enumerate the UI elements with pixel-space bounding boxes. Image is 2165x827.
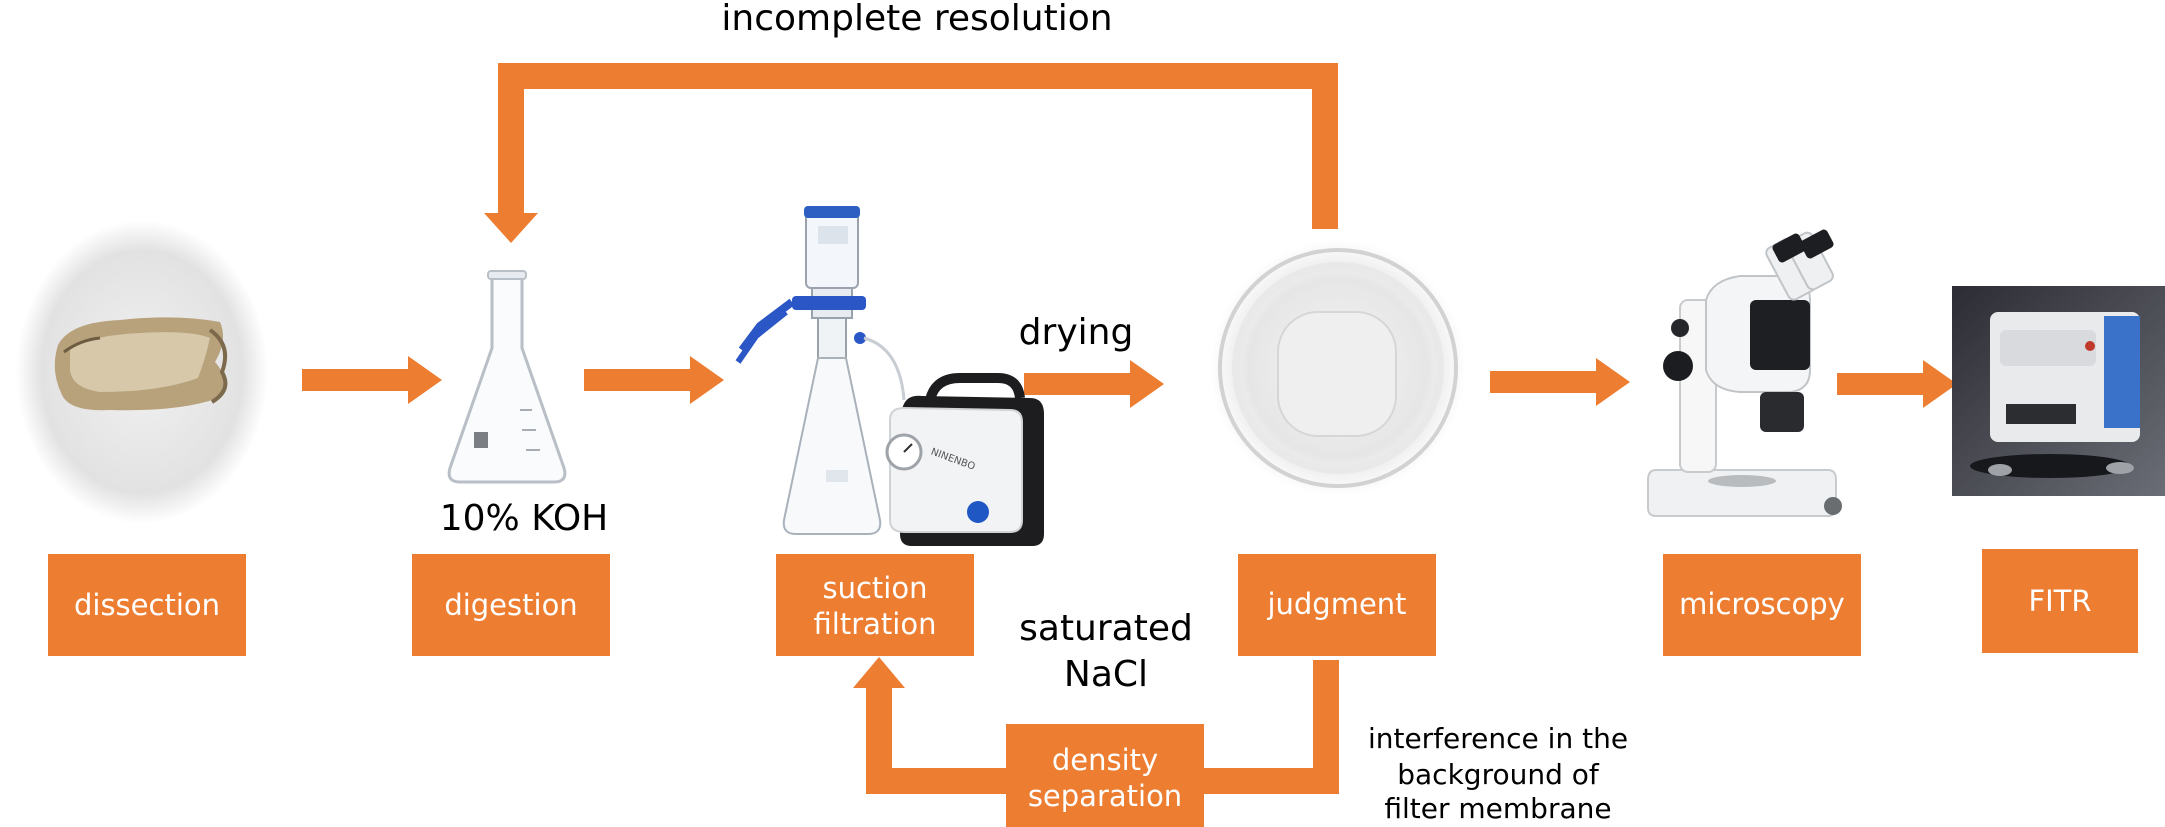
koh-label: 10% KOH <box>440 498 609 539</box>
step-microscopy: microscopy <box>1663 554 1861 656</box>
step-microscopy-label: microscopy <box>1679 587 1845 621</box>
flow-arrow-drying <box>1024 360 1164 408</box>
step-suction-filtration: suction filtration <box>776 554 974 656</box>
incomplete-resolution-label: incomplete resolution <box>721 0 1112 39</box>
step-dissection: dissection <box>48 554 246 656</box>
density-label-line1: density <box>1052 743 1158 777</box>
ftir-spectrometer-icon <box>1952 286 2165 496</box>
nacl-label-line1: saturated <box>1019 608 1193 649</box>
step-fitr-label: FITR <box>2028 584 2091 618</box>
step-fitr: FITR <box>1982 549 2138 653</box>
erlenmeyer-flask-icon <box>447 270 567 484</box>
flow-arrow-dissection-digestion <box>302 356 442 404</box>
shrimp-sample-icon <box>16 220 268 524</box>
step-digestion-label: digestion <box>444 588 577 622</box>
density-separation-loop-arrow <box>853 657 1339 794</box>
filter-membrane-dish-icon <box>1210 240 1466 496</box>
flow-arrow-microscopy-fitr <box>1837 360 1957 408</box>
step-digestion: digestion <box>412 554 610 656</box>
drying-label: drying <box>1019 312 1134 353</box>
step-judgment: judgment <box>1238 554 1436 656</box>
stereo-microscope-icon <box>1647 229 1842 517</box>
nacl-label-line2: NaCl <box>1064 654 1148 695</box>
interference-label-line3: filter membrane <box>1384 792 1611 825</box>
step-suction-label-line1: suction <box>823 571 928 605</box>
vacuum-filtration-apparatus-icon: NINENBO <box>735 206 1044 546</box>
interference-label-line2: background of <box>1397 758 1600 791</box>
interference-label-line1: interference in the <box>1368 722 1628 755</box>
step-density-separation: density separation <box>1006 724 1204 827</box>
step-suction-label-line2: filtration <box>814 607 937 641</box>
step-dissection-label: dissection <box>74 588 220 622</box>
step-judgment-label: judgment <box>1266 587 1406 621</box>
density-label-line2: separation <box>1028 779 1182 813</box>
flow-arrow-judgment-microscopy <box>1490 358 1630 406</box>
incomplete-resolution-loop-arrow <box>484 63 1338 243</box>
flow-arrow-digestion-suction <box>584 356 724 404</box>
